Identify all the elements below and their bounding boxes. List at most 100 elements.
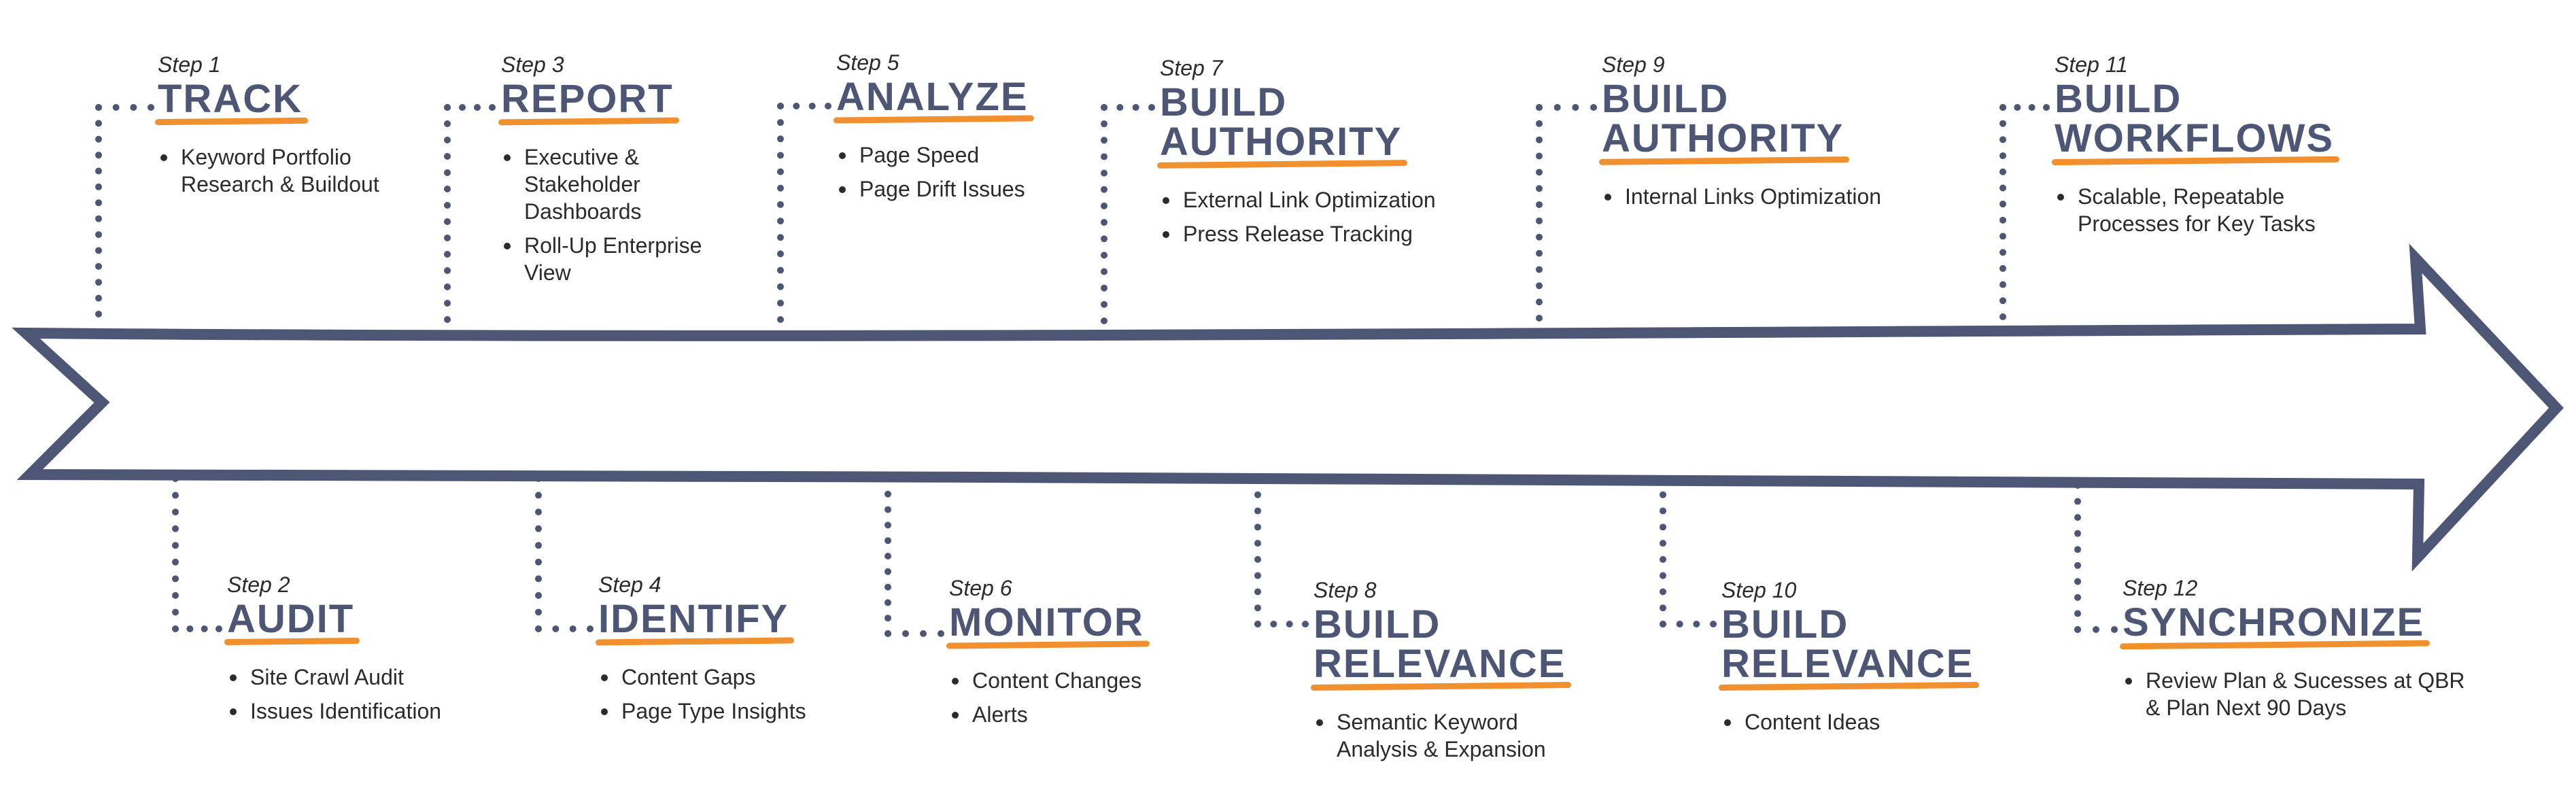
step-5-connector-dot	[777, 316, 784, 323]
step-3-bullets: Executive & Stakeholder Dashboards Roll-…	[501, 143, 732, 286]
step-6-title: MONITOR	[949, 603, 1144, 642]
step-6-bullets: Content Changes Alerts	[949, 667, 1235, 728]
step-11-connector-dot	[1999, 249, 2006, 256]
step-1-connector-dot	[95, 215, 102, 222]
step-5-title: ANALYZE	[836, 78, 1029, 117]
step-7-title-wrap: BUILD AUTHORITY	[1160, 82, 1402, 163]
step-11-bullet-1: Scalable, Repeatable Processes for Key T…	[2055, 183, 2363, 237]
step-12-title-wrap: SYNCHRONIZE	[2123, 602, 2424, 644]
step-9-connector-dot	[1536, 266, 1543, 273]
step-3-connector-dot	[444, 169, 451, 176]
step-8-connector-dot	[1254, 507, 1261, 515]
step-10-title: BUILD RELEVANCE	[1721, 605, 1974, 684]
step-9-connector-dot	[1536, 315, 1543, 322]
step-9-connector-dot	[1590, 104, 1597, 111]
step-6-connector-dot	[885, 630, 891, 637]
step-11-connector-dot	[1999, 281, 2006, 288]
step-3-connector-dot	[444, 202, 451, 209]
step-2-label: Step 2	[227, 572, 290, 597]
step-12-connector-dot	[2074, 498, 2081, 505]
step-4-connector-dot	[587, 625, 594, 632]
step-2-title: AUDIT	[227, 600, 354, 639]
step-12-connector-dot	[2093, 626, 2099, 633]
step-4-label: Step 4	[598, 572, 662, 597]
step-10-title-line-2: RELEVANCE	[1721, 642, 1974, 686]
step-4-connector-dot	[535, 475, 542, 482]
step-2-connector-dot	[172, 509, 179, 516]
step-8-connector-dot	[1270, 621, 1277, 627]
step-10-title-line-1: BUILD	[1721, 602, 1849, 647]
step-10-label: Step 10	[1721, 578, 1797, 602]
step-12-connector-dot	[2074, 578, 2081, 585]
step-6-connector-dot	[885, 615, 891, 622]
step-7-connector-dot	[1101, 284, 1107, 292]
step-5-title-wrap: ANALYZE	[836, 76, 1029, 118]
step-9-connector-dot	[1536, 201, 1543, 209]
step-10-bullet-1: Content Ideas	[1721, 708, 1993, 736]
step-3-card: Step 3 REPORT Executive & Stakeholder Da…	[501, 51, 732, 293]
step-10-connector-dot	[1660, 604, 1666, 612]
step-8-connector-dot	[1254, 555, 1261, 563]
step-8-title-line-1: BUILD	[1313, 602, 1441, 647]
step-10-connector-dot	[1660, 555, 1666, 563]
step-7-connector-dot	[1101, 104, 1107, 111]
step-8-connector-dot	[1254, 475, 1261, 482]
step-7-title: BUILD AUTHORITY	[1160, 83, 1402, 162]
step-1-connector-dot	[130, 104, 137, 111]
step-9-label: Step 9	[1602, 52, 1665, 77]
step-4-connector-dot	[535, 558, 542, 566]
step-8-bullets: Semantic Keyword Analysis & Expansion	[1313, 708, 1585, 763]
step-1-connector-dot	[95, 104, 102, 111]
step-8-connector-dot	[1254, 588, 1261, 596]
step-4-connector-dot	[535, 608, 542, 616]
step-9-connector-dot	[1536, 282, 1543, 290]
step-1-connector-dot	[95, 279, 102, 286]
step-4-title: IDENTIFY	[598, 600, 789, 639]
step-9-connector-dot	[1536, 136, 1543, 143]
step-6-bullet-2: Alerts	[949, 701, 1235, 728]
step-8-connector-dot	[1254, 523, 1261, 531]
step-9-title-line-2: AUTHORITY	[1602, 116, 1844, 160]
step-9-title-wrap: BUILD AUTHORITY	[1602, 78, 1844, 160]
step-3-connector-dot	[444, 186, 451, 192]
step-5-connector-dot	[777, 266, 784, 274]
step-6-connector-dot	[938, 630, 944, 637]
step-2-connector-dot	[186, 625, 194, 632]
step-2-card: Step 2 AUDIT Site Crawl Audit Issues Ide…	[227, 571, 513, 731]
step-11-connector-dot	[1999, 264, 2006, 272]
step-6-connector-dot	[885, 599, 891, 606]
step-9-bullet-1: Internal Links Optimization	[1602, 183, 1955, 210]
step-9-connector-dot	[1536, 233, 1543, 241]
step-2-connector-dot	[201, 625, 208, 632]
step-2-connector-dot	[172, 591, 179, 599]
step-4-bullet-2: Page Type Insights	[598, 698, 884, 725]
step-6-connector-dot	[885, 537, 891, 545]
step-12-connector-dot	[2074, 530, 2081, 537]
step-2-connector-dot	[172, 575, 179, 583]
step-7-bullet-1: External Link Optimization	[1160, 186, 1513, 213]
step-8-connector-dot	[1254, 604, 1261, 612]
step-11-title-line-2: WORKFLOWS	[2055, 116, 2335, 160]
step-11-label: Step 11	[2055, 52, 2128, 77]
step-6-connector-dot	[885, 583, 891, 591]
step-5-bullet-2: Page Drift Issues	[836, 175, 1108, 203]
step-1-connector-dot	[95, 152, 102, 159]
step-8-connector-dot	[1254, 572, 1261, 579]
step-5-connector-dot	[808, 103, 816, 109]
step-11-connector-dot	[1999, 233, 2006, 240]
step-4-connector-dot	[569, 625, 577, 632]
step-9-card: Step 9 BUILD AUTHORITY Internal Links Op…	[1602, 51, 1955, 217]
step-4-connector-dot	[535, 591, 542, 599]
step-1-label: Step 1	[158, 52, 221, 77]
step-2-connector-dot	[172, 492, 179, 499]
step-10-connector-dot	[1693, 621, 1700, 627]
step-5-card: Step 5 ANALYZE Page Speed Page Drift Iss…	[836, 49, 1108, 209]
step-5-connector-dot	[777, 135, 784, 143]
step-4-connector-dot	[535, 509, 542, 516]
step-8-title-line-2: RELEVANCE	[1313, 642, 1566, 686]
step-4-bullets: Content Gaps Page Type Insights	[598, 664, 884, 725]
step-7-connector-dot	[1148, 104, 1155, 111]
step-5-connector-dot	[777, 184, 784, 192]
step-5-title-line-1: ANALYZE	[836, 75, 1029, 119]
step-3-connector-dot	[444, 120, 451, 127]
